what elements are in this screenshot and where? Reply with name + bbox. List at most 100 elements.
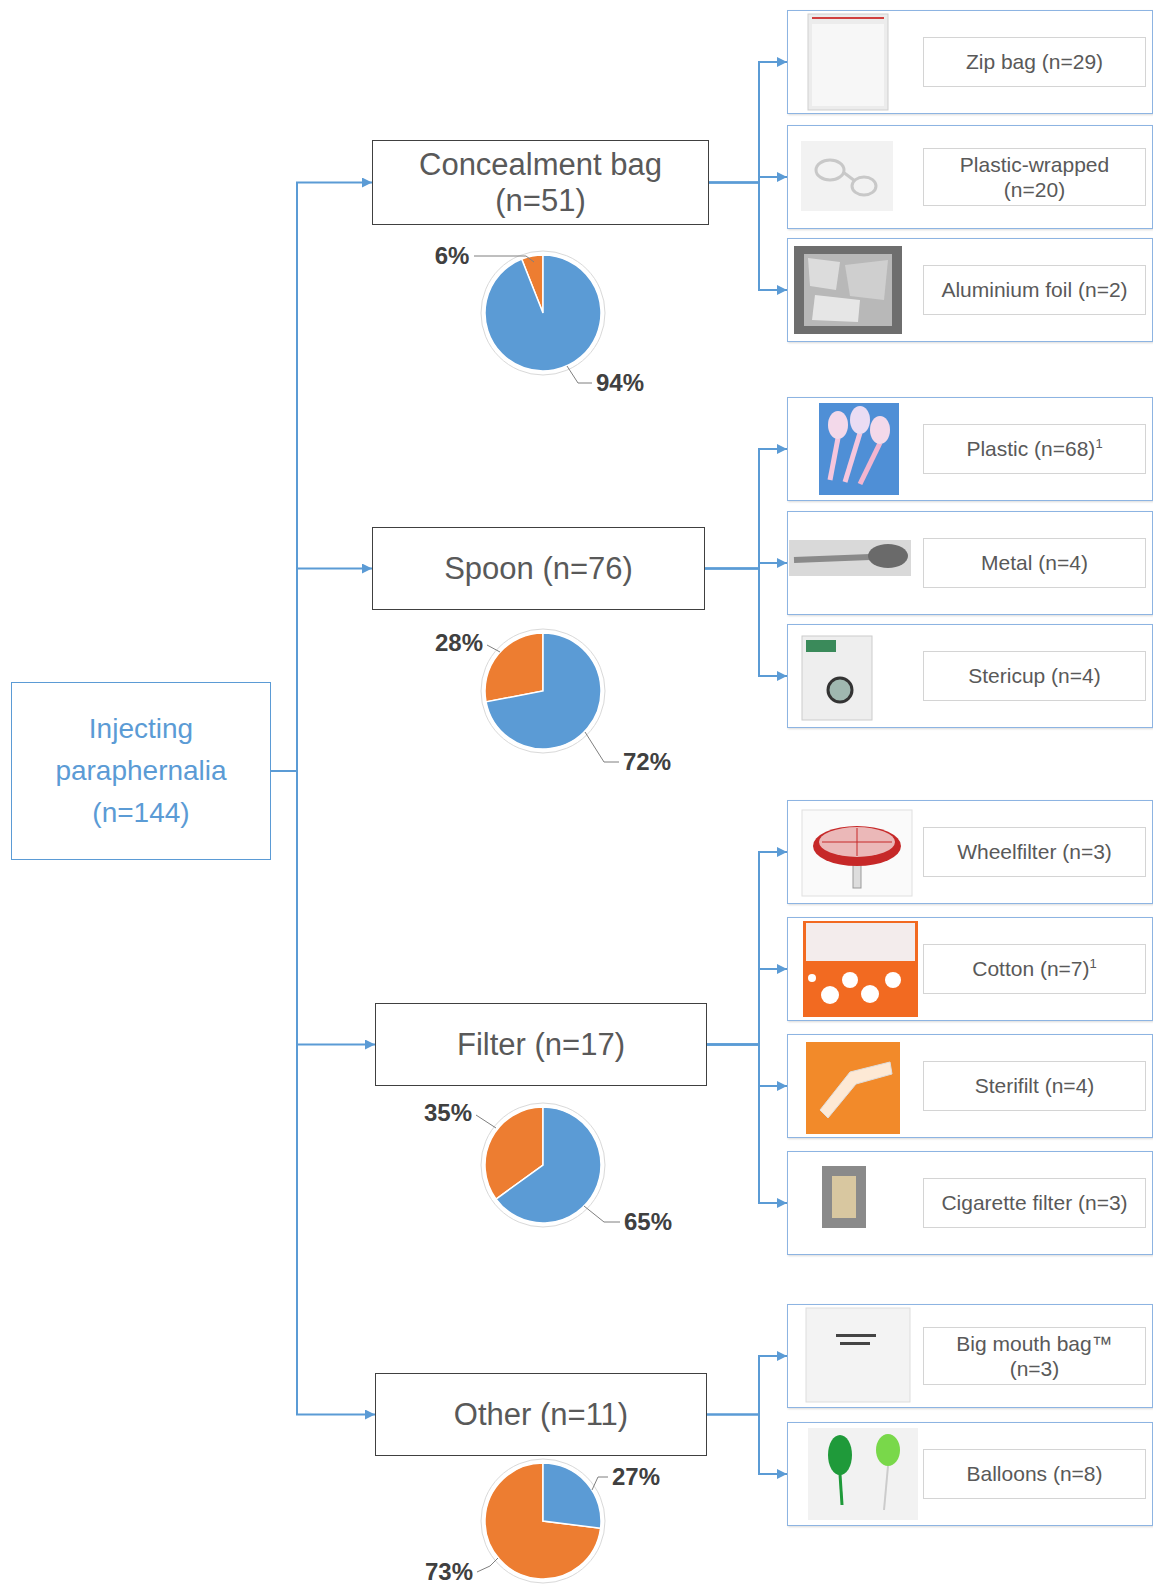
connector-arrow: [271, 771, 375, 1415]
stericup-photo-part: [802, 636, 872, 720]
node-label: Big mouth bag™ (n=3): [956, 1332, 1112, 1380]
foil-photo-part: [812, 295, 860, 322]
text-wrap: Plastic-wrapped (n=20): [930, 152, 1139, 202]
text-wrap: Metal (n=4): [981, 550, 1088, 575]
sterifilt-photo: [806, 1042, 900, 1134]
wheelfilter-photo-part: [857, 828, 858, 856]
text-wrap: Balloons (n=8): [967, 1461, 1103, 1486]
leader-line: [474, 256, 534, 262]
connector-arrow: [707, 1415, 787, 1475]
plastic-spoons-photo: [819, 403, 899, 495]
foil-photo-part: [804, 254, 892, 326]
big-mouth-bag-photo-part: [840, 1342, 870, 1345]
node-label: Zip bag (n=29): [966, 50, 1103, 73]
item-panel: Balloons (n=8): [787, 1422, 1153, 1526]
pie-slice: [496, 1107, 601, 1223]
label-box: Plastic (n=68)1: [923, 424, 1146, 474]
text-wrap: Sterifilt (n=4): [975, 1073, 1095, 1098]
big-mouth-bag-photo-part: [806, 1308, 910, 1402]
text-wrap: Zip bag (n=29): [966, 49, 1103, 74]
plastic-spoons-photo-part: [830, 438, 838, 480]
cotton-photo-part: [861, 985, 879, 1003]
node-label: Metal (n=4): [981, 551, 1088, 574]
node-label: Aluminium foil (n=2): [941, 278, 1127, 301]
cotton-photo-part: [821, 986, 839, 1004]
plastic-wrap-photo-part: [801, 141, 893, 211]
sterifilt-photo-part: [806, 1042, 900, 1134]
stericup-photo-part: [828, 678, 852, 702]
text-wrap: Stericup (n=4): [968, 663, 1100, 688]
stericup-photo: [802, 636, 872, 720]
node-label: Wheelfilter (n=3): [957, 840, 1112, 863]
plastic-wrap-photo-part: [816, 160, 844, 180]
text-wrap: Concealment bag (n=51): [381, 147, 700, 218]
category-box: Other (n=11): [375, 1373, 707, 1456]
text-wrap: Plastic (n=68)1: [966, 436, 1102, 461]
item-panel: Big mouth bag™ (n=3): [787, 1304, 1153, 1408]
pie-rim: [481, 251, 605, 375]
item-panel: Sterifilt (n=4): [787, 1034, 1153, 1138]
item-panel: Wheelfilter (n=3): [787, 800, 1153, 904]
metal-spoon-photo-part: [794, 557, 870, 560]
text-wrap: Other (n=11): [454, 1397, 628, 1433]
plastic-spoons-photo-part: [870, 416, 890, 444]
connector-arrow: [707, 1356, 787, 1415]
footnote-marker: 1: [1095, 436, 1102, 451]
percentage-label: 65%: [624, 1208, 672, 1236]
percentage-label: 35%: [424, 1099, 472, 1127]
item-panel: Stericup (n=4): [787, 624, 1153, 728]
pie-slice: [485, 633, 543, 702]
big-mouth-bag-photo: [806, 1308, 910, 1402]
label-box: Aluminium foil (n=2): [923, 265, 1146, 315]
text-wrap: Cotton (n=7)1: [972, 956, 1097, 981]
cotton-photo-part: [806, 923, 915, 961]
wheelfilter-photo-part: [802, 810, 912, 896]
wheelfilter-photo: [802, 810, 912, 896]
connector-arrow: [709, 62, 787, 183]
connector-arrow: [709, 183, 787, 291]
text-wrap: Wheelfilter (n=3): [957, 839, 1112, 864]
percentage-label: 72%: [623, 748, 671, 776]
connector-arrow: [271, 771, 375, 1045]
pie-slice: [486, 633, 601, 749]
plastic-spoons-photo-part: [850, 406, 870, 434]
node-label: Sterifilt (n=4): [975, 1074, 1095, 1097]
pie-slice: [543, 1463, 601, 1528]
foil-photo-part: [845, 260, 888, 300]
node-label: Spoon (n=76): [444, 551, 633, 586]
connector-arrow: [271, 569, 372, 772]
label-box: Big mouth bag™ (n=3): [923, 1327, 1146, 1385]
label-box: Cigarette filter (n=3): [923, 1178, 1146, 1228]
connector-arrow: [707, 969, 787, 1045]
cotton-photo-part: [885, 972, 901, 988]
cotton-photo-part: [808, 974, 816, 982]
connector-arrow: [705, 569, 787, 677]
label-box: Zip bag (n=29): [923, 37, 1146, 87]
balloons-photo: [808, 1428, 918, 1520]
pie-chart: [481, 1459, 605, 1583]
label-box: Stericup (n=4): [923, 651, 1146, 701]
zip-bag-photo-part: [812, 17, 884, 19]
cigarette-filter-photo-part: [822, 1166, 866, 1228]
footnote-marker: 1: [1090, 956, 1097, 971]
cigarette-filter-photo-part: [832, 1176, 856, 1218]
zip-bag-photo-part: [808, 14, 888, 110]
leader-line: [476, 1115, 496, 1128]
leader-line: [584, 1206, 620, 1222]
node-label: Plastic-wrapped (n=20): [960, 153, 1109, 201]
connector-arrow: [707, 1045, 787, 1087]
label-box: Cotton (n=7)1: [923, 944, 1146, 994]
pie-rim: [481, 1459, 605, 1583]
plastic-spoons-photo-part: [860, 443, 880, 484]
node-label: Concealment bag (n=51): [419, 147, 662, 218]
balloons-photo-part: [840, 1474, 842, 1505]
node-label: Balloons (n=8): [967, 1462, 1103, 1485]
label-box: Plastic-wrapped (n=20): [923, 148, 1146, 206]
text-wrap: Aluminium foil (n=2): [941, 277, 1127, 302]
text-wrap: Injecting paraphernalia (n=144): [20, 708, 262, 834]
balloons-photo-part: [828, 1435, 852, 1475]
metal-spoon-photo-part: [868, 544, 908, 568]
leader-line: [592, 1477, 608, 1490]
leader-line: [585, 732, 619, 762]
